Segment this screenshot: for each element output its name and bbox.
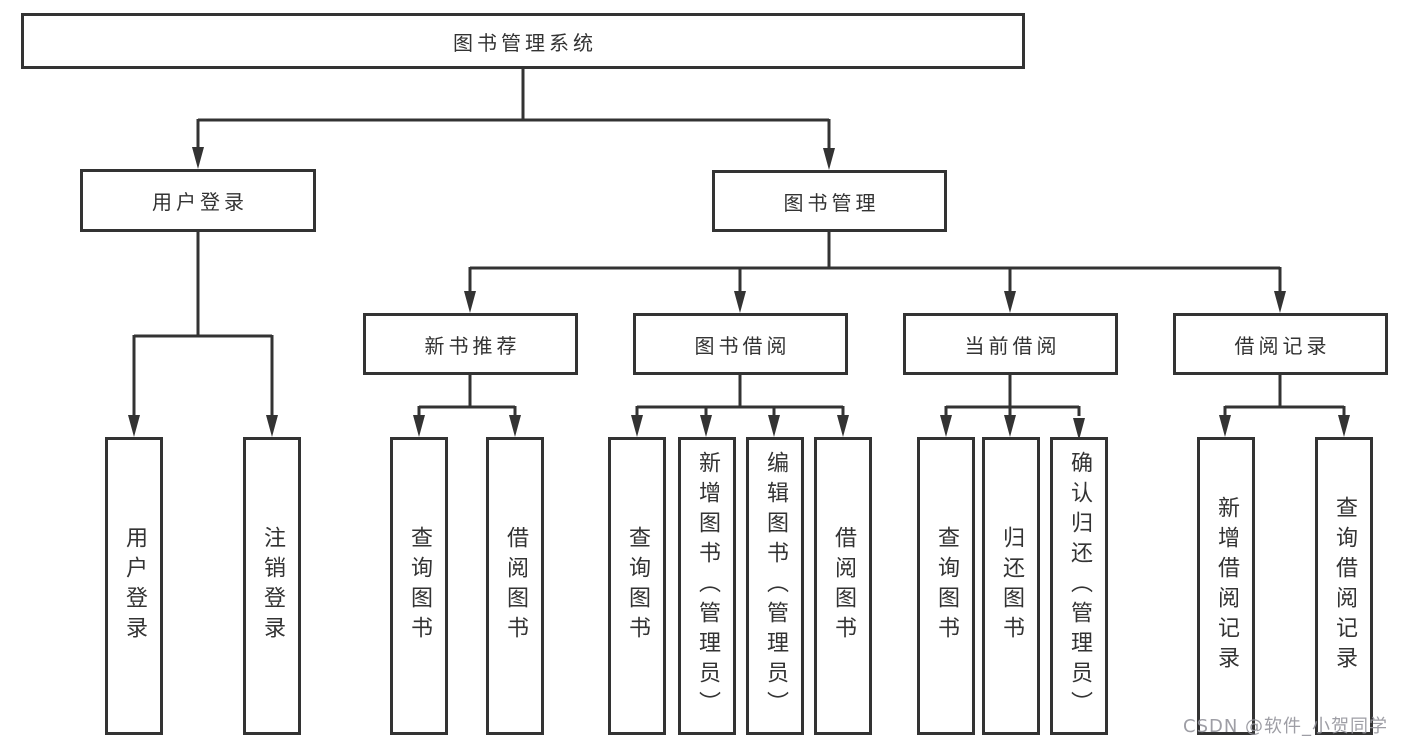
node-system-root: 图书管理系统	[21, 13, 1025, 69]
leaf-add-borrow-record: 新增借阅记录	[1197, 437, 1255, 735]
leaf-query-books-borrow-label: 查询图书	[625, 526, 650, 646]
leaf-borrow-books: 借阅图书	[814, 437, 872, 735]
node-borrow-record: 借阅记录	[1173, 313, 1388, 375]
node-book-management-label: 图书管理	[783, 190, 880, 215]
leaf-query-borrow-record: 查询借阅记录	[1315, 437, 1373, 735]
node-book-borrow-label: 图书借阅	[694, 333, 791, 358]
node-current-borrow: 当前借阅	[903, 313, 1118, 375]
node-book-borrow: 图书借阅	[633, 313, 848, 375]
leaf-query-books-current: 查询图书	[917, 437, 975, 735]
node-user-login-label: 用户登录	[152, 190, 248, 214]
leaf-edit-books-admin-label: 编辑图书（管理员）	[763, 451, 788, 721]
node-new-book-recommend: 新书推荐	[363, 313, 578, 375]
node-book-management: 图书管理	[712, 170, 947, 232]
leaf-user-login: 用户登录	[105, 437, 163, 735]
leaf-return-books: 归还图书	[982, 437, 1040, 735]
leaf-edit-books-admin: 编辑图书（管理员）	[746, 437, 804, 735]
leaf-borrow-books-recommend-label: 借阅图书	[503, 526, 528, 646]
leaf-confirm-return-admin: 确认归还（管理员）	[1050, 437, 1108, 735]
node-new-book-recommend-label: 新书推荐	[424, 333, 521, 358]
csdn-watermark: CSDN @软件_小贺同学	[1183, 716, 1389, 737]
leaf-query-books-recommend-label: 查询图书	[407, 526, 432, 646]
leaf-add-borrow-record-label: 新增借阅记录	[1214, 496, 1239, 676]
leaf-query-borrow-record-label: 查询借阅记录	[1332, 496, 1357, 676]
leaf-query-books-current-label: 查询图书	[934, 526, 959, 646]
leaf-query-books-recommend: 查询图书	[390, 437, 448, 735]
leaf-add-books-admin: 新增图书（管理员）	[678, 437, 736, 735]
node-system-root-label: 图书管理系统	[453, 30, 597, 55]
leaf-return-books-label: 归还图书	[999, 526, 1024, 646]
leaf-borrow-books-label: 借阅图书	[831, 526, 856, 646]
leaf-confirm-return-admin-label: 确认归还（管理员）	[1067, 451, 1092, 721]
leaf-logout-label: 注销登录	[260, 526, 285, 646]
leaf-query-books-borrow: 查询图书	[608, 437, 666, 735]
leaf-add-books-admin-label: 新增图书（管理员）	[695, 451, 720, 721]
node-user-login: 用户登录	[80, 169, 316, 232]
node-borrow-record-label: 借阅记录	[1234, 333, 1331, 358]
leaf-borrow-books-recommend: 借阅图书	[486, 437, 544, 735]
arrowheads	[128, 147, 1350, 440]
leaf-user-login-label: 用户登录	[122, 526, 147, 646]
leaf-logout: 注销登录	[243, 437, 301, 735]
node-current-borrow-label: 当前借阅	[964, 333, 1061, 358]
